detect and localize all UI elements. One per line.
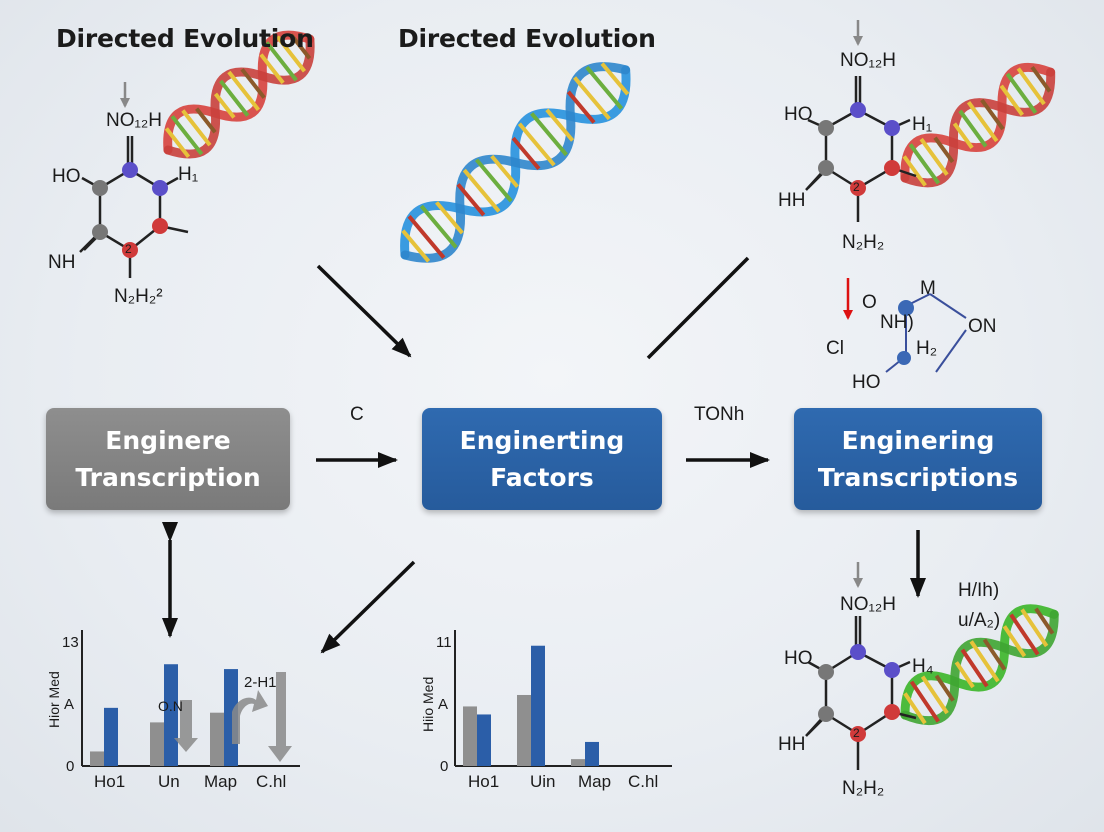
mol-rt-top-label: NO₁₂H [840, 50, 897, 71]
mol-rb-hh-label: HH [778, 734, 806, 755]
smol-h2: H₂ [916, 338, 938, 359]
bar-0-0-0 [90, 751, 104, 766]
title-left: Directed Evolution [56, 24, 314, 53]
arrow-left-to-center-diagonal [316, 264, 412, 358]
bar-0-1-0 [150, 722, 164, 766]
mol-rb-ring-num: 2 [853, 726, 860, 740]
atom-n-purple-left-2 [152, 180, 168, 196]
box-left-line2: Transcription [75, 463, 261, 492]
chart-left-xcat-2: Map [204, 772, 238, 791]
atom-c-gray-left-2 [92, 224, 108, 240]
mol-rb-h4-label: H₄ [912, 656, 934, 677]
chart-left-axes [81, 630, 300, 767]
box-center-line1: Enginerting [459, 426, 625, 455]
chart-center-bars [463, 645, 599, 766]
mol-rb-n2h2-label: N₂H₂ [842, 778, 885, 799]
chart-center-ylabel: Hiio Med [420, 676, 436, 732]
mol-rb-side2: u/A₂) [958, 610, 1001, 631]
mol-rb-top-label: NO₁₂H [840, 594, 897, 615]
box-enginerting-factors: Enginerting Factors [422, 408, 662, 510]
bar-0-2-0 [210, 712, 224, 766]
atom-o-red-left-2 [152, 218, 168, 234]
mol-rt-ring-num: 2 [853, 180, 860, 194]
dna-helix-right-bottom [900, 604, 1059, 726]
bar-0-1-1 [164, 664, 178, 766]
smol-o: O [862, 292, 877, 313]
smol-nh: NH) [880, 312, 914, 333]
smol-ho: HO [852, 372, 881, 393]
bar-1-0-1 [477, 714, 491, 766]
chart-center-xcat-3: C.hl [628, 772, 659, 791]
chart-center-xcat-0: Ho1 [468, 772, 500, 791]
mol-left-ho-label: HO [52, 166, 81, 187]
mol-rb-side1: H/Ih) [958, 580, 1000, 601]
bar-1-1-0 [517, 694, 531, 766]
box-left-line1: Enginere [105, 426, 231, 455]
chart-center-ytick-zero: 0 [440, 758, 449, 775]
chart-center-xcat-1: Uin [530, 772, 556, 791]
bar-1-0-0 [463, 706, 477, 766]
chart-left-xcat-1: Un [158, 772, 180, 791]
chart-center-ytick-top: 11 [436, 634, 452, 651]
box-right-line1: Enginering [841, 426, 995, 455]
title-center: Directed Evolution [398, 24, 656, 53]
mol-left-nh-label: NH [48, 252, 76, 273]
chart-center-ytick-mid: A [438, 696, 449, 713]
box-enginere-transcription: Enginere Transcription [46, 408, 290, 510]
mol-left-ring-num: 2 [125, 242, 132, 256]
atom-n-purple-left [122, 162, 138, 178]
chart-left-ytick-top: 13 [62, 634, 79, 651]
arrow-label-c: C [350, 404, 364, 425]
mol-rb-ho-label: HO [784, 648, 813, 669]
mol-left-top-label: NO₁₂H [106, 110, 163, 131]
mol-rt-ho-label: HO [784, 104, 813, 125]
bar-1-2-0 [571, 759, 585, 766]
box-center-line2: Factors [490, 463, 594, 492]
bar-1-2-1 [585, 741, 599, 766]
dna-helix-center [400, 62, 631, 263]
dna-helix-right-top [900, 62, 1056, 188]
chart-left-ylabel: Hior Med [46, 671, 62, 728]
smol-cl: Cl [826, 338, 844, 359]
chart-center-axes [454, 630, 672, 767]
dna-helix-left [163, 30, 315, 159]
chart-center-xcat-2: Map [578, 772, 612, 791]
atom-c-gray-left [92, 180, 108, 196]
chart-left-xcat-3: C.hl [256, 772, 287, 791]
chart-left-annot-2h1: 2-H1 [244, 674, 277, 691]
smol-m: M [920, 278, 936, 299]
chart-left-bars [90, 664, 238, 766]
small-molecule [843, 278, 967, 373]
mol-left-h1-label: H₁ [178, 164, 199, 185]
arrow-right-diagonal-line [646, 256, 750, 360]
bar-0-0-1 [104, 707, 118, 766]
chart-left-ytick-mid: A [64, 696, 75, 713]
mol-left-n2h2-label: N₂H₂² [114, 286, 163, 307]
chart-left-ytick-zero: 0 [66, 758, 75, 775]
bar-1-1-1 [531, 645, 545, 766]
mol-rt-h1-label: H₁ [912, 114, 933, 135]
chart-left-annot-on: O.N [158, 698, 183, 714]
mol-rt-n2h2-label: N₂H₂ [842, 232, 885, 253]
box-right-line2: Transcriptions [817, 463, 1019, 492]
mol-rt-hh-label: HH [778, 190, 806, 211]
atom-o-red-left [122, 242, 138, 258]
smol-on: ON [968, 316, 997, 337]
arrow-center-to-left-chart [320, 560, 416, 654]
box-enginering-transcriptions: Enginering Transcriptions [794, 408, 1042, 510]
chart-left-curved-arrows [174, 672, 292, 762]
chart-left-xcat-0: Ho1 [94, 772, 126, 791]
arrow-label-tonh: TONh [694, 404, 745, 425]
